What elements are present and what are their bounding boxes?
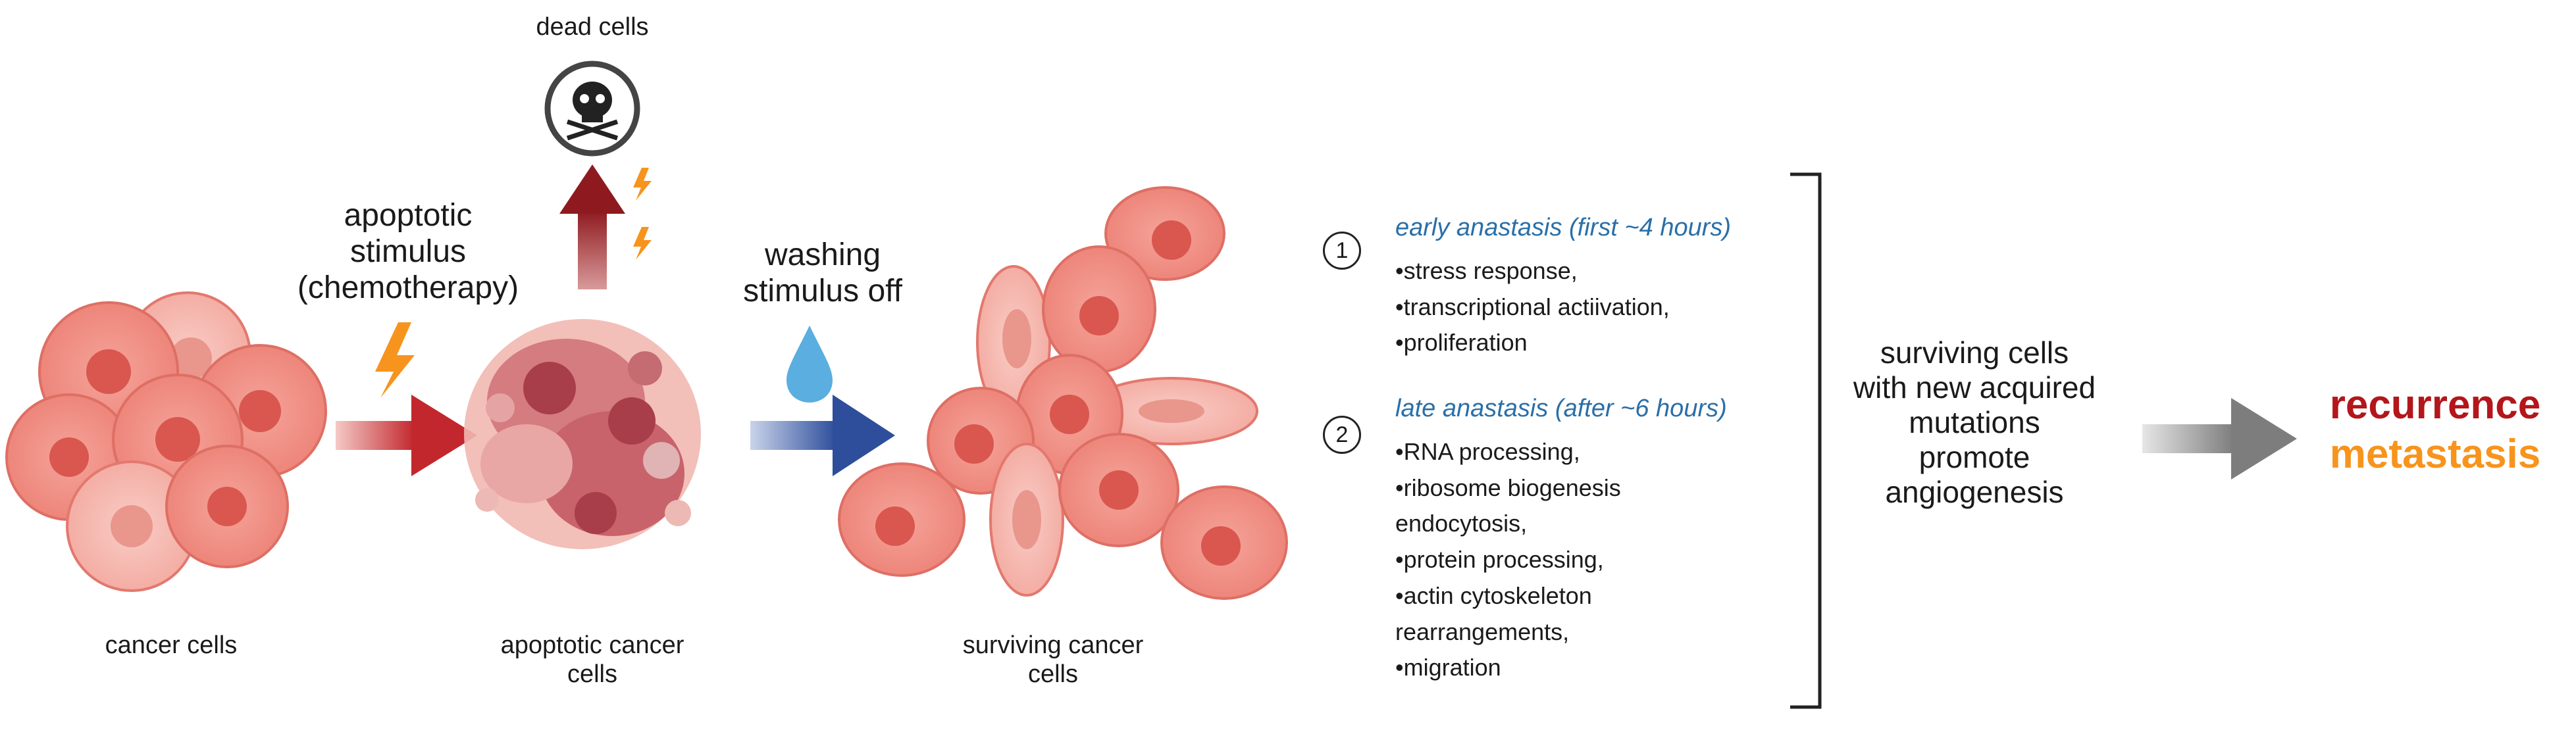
- metastasis-label: metastasis: [2329, 431, 2541, 477]
- list-item: rearrangements,: [1395, 618, 1570, 645]
- water-drop-icon: [786, 326, 833, 403]
- apoptotic-cells-label: apoptotic cancer cells: [500, 631, 684, 688]
- cancer-cells-cluster: [5, 291, 327, 592]
- phase-title: late anastasis (after ~6 hours): [1395, 395, 1727, 422]
- washing-label: washing stimulus off: [743, 237, 902, 309]
- list-item: •ribosome biogenesis: [1395, 474, 1621, 501]
- recurrence-label: recurrence: [2329, 382, 2541, 428]
- dead-cells-label: dead cells: [536, 13, 649, 41]
- phase-items: •stress response, •transcriptional actii…: [1395, 253, 1670, 361]
- phase-number: 2: [1323, 416, 1361, 454]
- list-item: •stress response,: [1395, 257, 1578, 284]
- skull-icon: [544, 61, 640, 157]
- lightning-icon: [375, 322, 415, 398]
- grey-arrow: [2142, 398, 2297, 480]
- cancer-cells-label: cancer cells: [105, 631, 238, 659]
- list-item: •migration: [1395, 654, 1501, 681]
- list-item: •actin cytoskeleton: [1395, 581, 1592, 609]
- surviving-cells-cluster: [838, 186, 1288, 600]
- bracket: [1790, 172, 1822, 709]
- summary-label: surviving cells with new acquired mutati…: [1853, 335, 2096, 509]
- list-item: •RNA processing,: [1395, 438, 1580, 465]
- list-item: •protein processing,: [1395, 546, 1604, 574]
- phase-number: 1: [1323, 232, 1361, 270]
- list-item: •proliferation: [1395, 329, 1528, 357]
- surviving-cells-label: surviving cancer cells: [962, 631, 1144, 688]
- blue-arrow: [750, 395, 895, 476]
- phase-title: early anastasis (first ~4 hours): [1395, 214, 1732, 241]
- phase-items: •RNA processing, •ribosome biogenesis en…: [1395, 434, 1621, 686]
- list-item: endocytosis,: [1395, 510, 1528, 537]
- up-arrow: [559, 164, 625, 289]
- lightning-icon: [633, 168, 652, 260]
- red-arrow: [336, 395, 477, 476]
- apoptotic-cells-cluster: [464, 319, 701, 549]
- list-item: •transcriptional actiivation,: [1395, 293, 1670, 320]
- apoptotic-stimulus-label: apoptotic stimulus (chemotherapy): [297, 198, 519, 306]
